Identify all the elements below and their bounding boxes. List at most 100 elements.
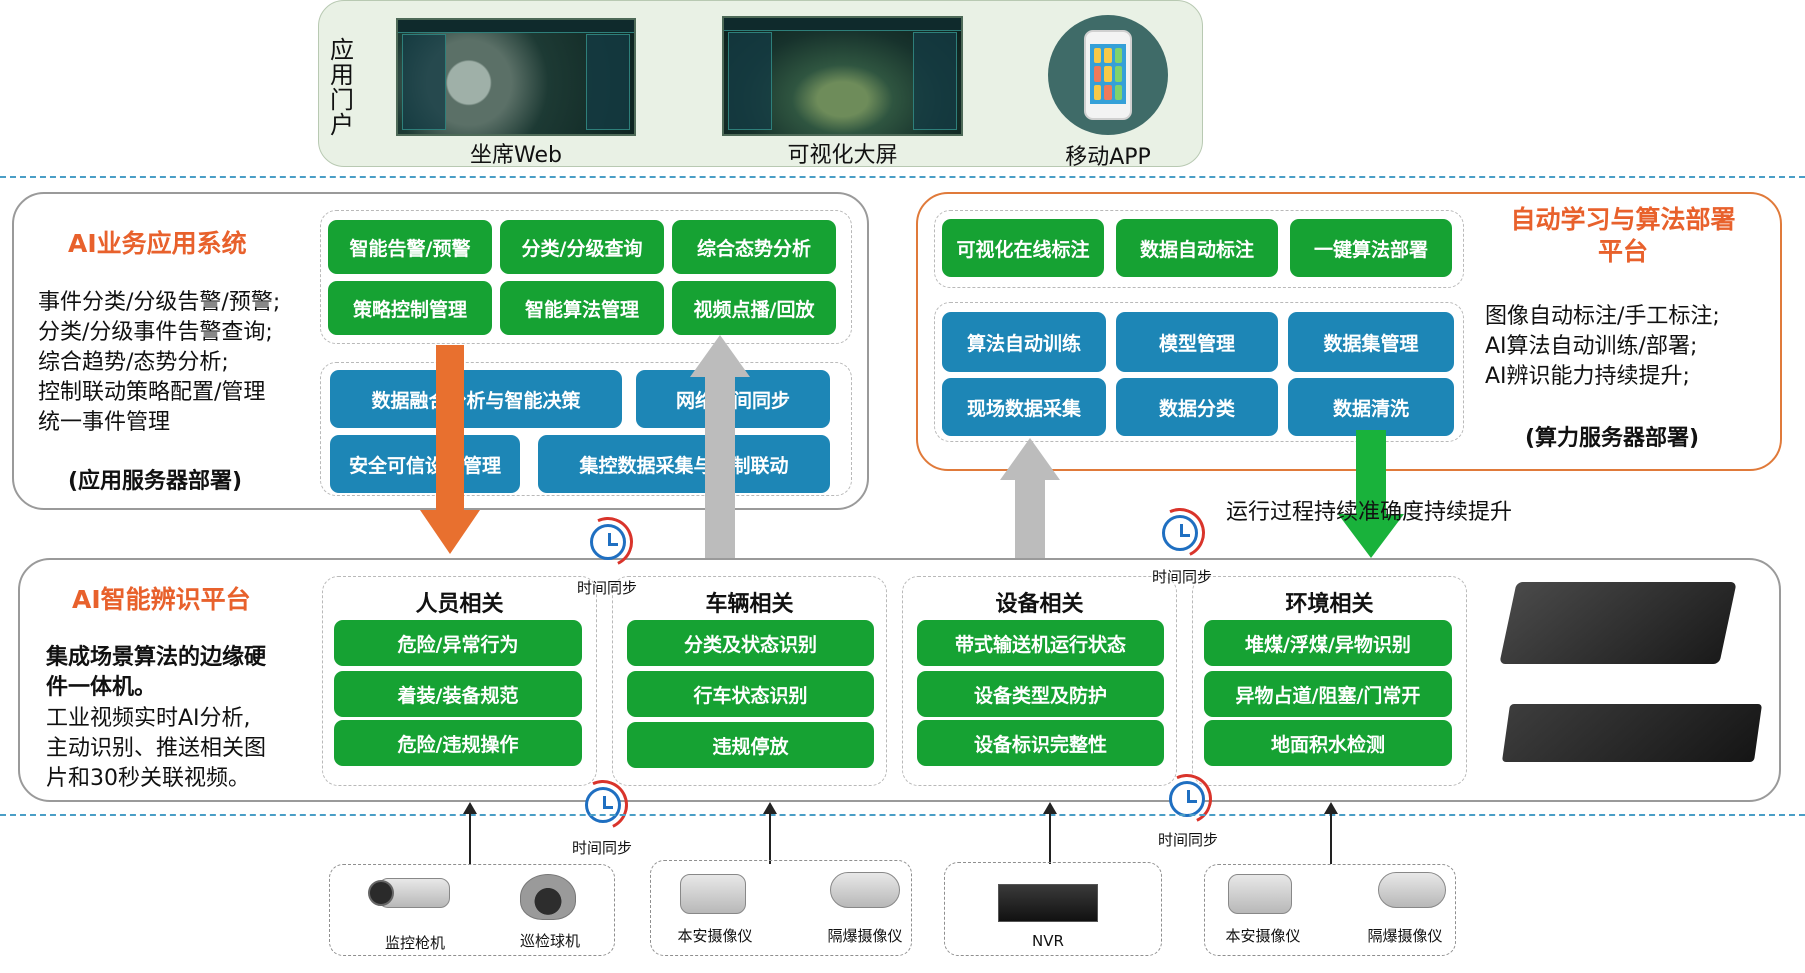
clock-icon [1162, 515, 1198, 551]
uplink-line [469, 812, 471, 864]
field-data-collection-button[interactable]: 现场数据采集 [942, 378, 1106, 436]
category-vehicle [612, 576, 887, 786]
ai-business-desc: 事件分类/分级告警/预警; 分类/分级事件告警查询; 综合趋势/态势分析; 控制… [38, 288, 318, 438]
uplink-line [769, 812, 771, 864]
intrinsic-safe-camera-icon [680, 874, 746, 914]
recognition-item-button[interactable]: 着装/装备规范 [334, 671, 582, 717]
data-fusion-button[interactable]: 数据融合分析与智能决策 [330, 370, 622, 428]
rack-server-image [1501, 704, 1763, 762]
visual-annotation-button[interactable]: 可视化在线标注 [942, 219, 1104, 277]
device-group [650, 860, 912, 956]
orange-down-arrow-icon [420, 510, 480, 554]
camera-lens [368, 880, 394, 906]
recognition-item-button[interactable]: 地面积水检测 [1204, 720, 1452, 766]
smart-alarm-button[interactable]: 智能告警/预警 [328, 220, 492, 274]
desc-line: AI辨识能力持续提升; [1485, 364, 1690, 389]
desc-line: 工业视频实时AI分析, [46, 706, 251, 731]
recognition-item-button[interactable]: 危险/异常行为 [334, 620, 582, 666]
device-label: NVR [1032, 932, 1064, 950]
recognition-item-button[interactable]: 危险/违规操作 [334, 720, 582, 766]
desc-line: 事件分类/分级告警/预警; [38, 290, 281, 315]
device-label: 本安摄像仪 [677, 927, 753, 945]
classified-query-button[interactable]: 分类/分级查询 [500, 220, 664, 274]
portal-item-label: 可视化大屏 [787, 143, 898, 168]
auto-learning-green-group [934, 210, 1464, 288]
bold-line: 集成场景算法的边缘硬 [46, 645, 267, 670]
time-sync-label: 时间同步 [577, 579, 638, 597]
device-label: 隔爆摄像仪 [827, 927, 903, 945]
recognition-item-button[interactable]: 行车状态识别 [627, 671, 874, 717]
desc-line: 片和30秒关联视频。 [46, 766, 250, 791]
recognition-item-button[interactable]: 违规停放 [627, 722, 874, 768]
explosion-proof-camera-icon [830, 872, 900, 908]
category-equipment [902, 576, 1177, 786]
video-playback-button[interactable]: 视频点播/回放 [672, 281, 836, 335]
ai-recognition-desc: 工业视频实时AI分析, 主动识别、推送相关图 片和30秒关联视频。 [46, 704, 316, 794]
situation-analysis-button[interactable]: 综合态势分析 [672, 220, 836, 274]
desc-line: 分类/分级事件告警查询; [38, 320, 273, 345]
data-collection-linkage-button[interactable]: 集控数据采集与控制联动 [538, 435, 830, 493]
ai-recognition-title: AI智能辨识平台 [72, 585, 251, 614]
trusted-device-button[interactable]: 安全可信设备管理 [330, 435, 520, 493]
recognition-item-button[interactable]: 设备标识完整性 [917, 720, 1164, 766]
device-group [944, 862, 1162, 956]
recognition-item-button[interactable]: 异物占道/阻塞/门常开 [1204, 671, 1452, 717]
category-title: 设备相关 [995, 592, 1084, 617]
improve-text: 运行过程持续准确度持续提升 [1226, 500, 1513, 525]
clock-icon [590, 524, 626, 560]
desc-line: 统一事件管理 [38, 410, 171, 435]
ai-recognition-bold: 集成场景算法的边缘硬 件一体机。 [46, 643, 316, 703]
desc-line: 控制联动策略配置/管理 [38, 380, 266, 405]
ai-business-green-group [320, 210, 852, 344]
portal-item-label: 移动APP [1065, 145, 1151, 170]
clock-icon [585, 787, 621, 823]
auto-training-button[interactable]: 算法自动训练 [942, 312, 1106, 372]
orange-down-arrow-shaft [436, 345, 464, 513]
auto-learning-desc: 图像自动标注/手工标注; AI算法自动训练/部署; AI辨识能力持续提升; [1485, 302, 1775, 392]
arrow-up-icon [1043, 802, 1057, 814]
dataset-management-button[interactable]: 数据集管理 [1288, 312, 1454, 372]
device-label: 监控枪机 [384, 934, 445, 952]
arrow-up-icon [1324, 802, 1338, 814]
data-cleaning-button[interactable]: 数据清洗 [1288, 378, 1454, 436]
clock-icon [1169, 781, 1205, 817]
data-classification-button[interactable]: 数据分类 [1116, 378, 1278, 436]
auto-annotation-button[interactable]: 数据自动标注 [1116, 219, 1278, 277]
ai-business-deploy: (应用服务器部署) [68, 469, 243, 494]
divider [0, 176, 1805, 178]
title-line: 平台 [1597, 237, 1648, 266]
arrow-up-icon [763, 802, 777, 814]
seat-web-screenshot [396, 18, 636, 136]
portal-item-label: 坐席Web [470, 143, 562, 168]
recognition-item-button[interactable]: 设备类型及防护 [917, 671, 1164, 717]
visual-big-screen-screenshot [722, 16, 963, 136]
model-management-button[interactable]: 模型管理 [1116, 312, 1278, 372]
gray-up-arrow-icon-2 [1000, 438, 1060, 480]
recognition-item-button[interactable]: 堆煤/浮煤/异物识别 [1204, 620, 1452, 666]
category-title: 人员相关 [415, 592, 504, 617]
desc-line: AI算法自动训练/部署; [1485, 334, 1698, 359]
device-label: 隔爆摄像仪 [1367, 927, 1443, 945]
bold-line: 件一体机。 [46, 675, 157, 700]
portal-title: 应用门户 [330, 36, 354, 139]
green-down-arrow-icon [1338, 514, 1404, 558]
recognition-item-button[interactable]: 分类及状态识别 [627, 620, 874, 666]
category-personnel [322, 576, 597, 786]
gray-up-arrow-icon [690, 335, 750, 377]
uplink-line [1330, 812, 1332, 864]
policy-control-button[interactable]: 策略控制管理 [328, 281, 492, 335]
uplink-line [1049, 812, 1051, 864]
green-down-arrow-shaft [1356, 430, 1386, 516]
device-label: 本安摄像仪 [1225, 927, 1301, 945]
desc-line: 综合趋势/态势分析; [38, 350, 229, 375]
one-click-deploy-button[interactable]: 一键算法部署 [1290, 219, 1452, 277]
time-sync-label: 时间同步 [1158, 831, 1219, 849]
ai-recognition-panel [18, 558, 1781, 802]
category-title: 车辆相关 [705, 592, 794, 617]
algorithm-management-button[interactable]: 智能算法管理 [500, 281, 664, 335]
auto-learning-blue-group [934, 302, 1464, 442]
divider [0, 814, 1805, 816]
recognition-item-button[interactable]: 带式输送机运行状态 [917, 620, 1164, 666]
nvr-icon [998, 884, 1098, 922]
intrinsic-safe-camera-icon [1228, 874, 1292, 914]
